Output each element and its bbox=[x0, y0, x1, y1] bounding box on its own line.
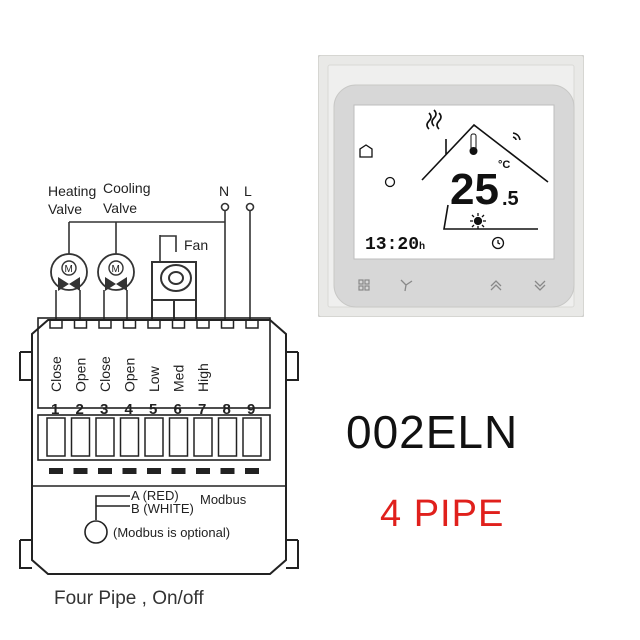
terminal-number: 9 bbox=[247, 401, 255, 418]
terminal-number: 5 bbox=[149, 401, 157, 418]
neutral-label: N bbox=[219, 183, 229, 199]
program-number-icon bbox=[384, 176, 396, 188]
live-terminal-dot bbox=[245, 202, 255, 212]
fan-label: Fan bbox=[184, 237, 208, 253]
pipe-type: 4 PIPE bbox=[380, 493, 505, 535]
wifi-icon bbox=[512, 132, 521, 141]
modbus-optional-note: (Modbus is optional) bbox=[113, 525, 230, 540]
modbus-label: Modbus bbox=[200, 492, 247, 507]
temperature-down-button[interactable] bbox=[534, 280, 546, 291]
terminal-comb-finger bbox=[171, 468, 186, 474]
terminal-screw bbox=[168, 417, 189, 457]
temperature-up-button[interactable] bbox=[490, 280, 502, 291]
terminal-screw bbox=[46, 417, 66, 457]
terminal-slot bbox=[122, 319, 137, 329]
terminal-comb-finger bbox=[73, 468, 88, 474]
terminal-name: Close bbox=[48, 356, 64, 392]
temperature-unit: °C bbox=[498, 159, 510, 171]
terminal-screw bbox=[217, 417, 238, 457]
terminal-screw bbox=[193, 417, 213, 457]
terminal-slot bbox=[171, 319, 186, 329]
terminal-name: Open bbox=[122, 358, 138, 392]
cooling-valve-label-line2: Valve bbox=[103, 200, 137, 216]
heating-valve-label-line1: Heating bbox=[48, 183, 96, 199]
terminal-screw bbox=[119, 417, 140, 457]
terminal-screw bbox=[95, 417, 115, 457]
modbus-b-label: B (WHITE) bbox=[131, 501, 194, 516]
terminal-comb-finger bbox=[49, 468, 63, 474]
terminal-screw-row bbox=[37, 414, 271, 461]
sun-mode-icon bbox=[470, 213, 486, 229]
terminal-number: 2 bbox=[76, 401, 84, 418]
heating-valve-label-line2: Valve bbox=[48, 201, 82, 217]
fan-icon bbox=[151, 261, 197, 320]
terminal-name: Low bbox=[146, 365, 162, 392]
terminal-screw bbox=[242, 417, 262, 457]
terminal-comb-finger bbox=[196, 468, 210, 474]
cooling-valve-motor-symbol: M bbox=[112, 264, 120, 275]
terminal-comb-finger bbox=[220, 468, 235, 474]
fan-speed-button[interactable] bbox=[400, 279, 413, 292]
terminal-block-body bbox=[37, 317, 271, 409]
terminal-slot bbox=[49, 319, 63, 329]
terminal-number: 1 bbox=[51, 401, 59, 418]
heating-valve-motor-symbol: M bbox=[65, 264, 73, 275]
cooling-valve-label-line1: Cooling bbox=[103, 180, 150, 196]
terminal-slot bbox=[147, 319, 161, 329]
model-number: 002ELN bbox=[346, 406, 519, 458]
terminal-number: 4 bbox=[125, 401, 134, 418]
terminal-slot bbox=[220, 319, 235, 329]
terminal-number: 8 bbox=[223, 401, 231, 418]
thermometer-icon bbox=[469, 133, 478, 155]
thermostat-device: 25 .5 °C 13:20 h bbox=[318, 55, 584, 317]
modbus-connector bbox=[84, 495, 130, 544]
terminal-name: Close bbox=[97, 356, 113, 392]
terminal-screw bbox=[70, 417, 91, 457]
live-label: L bbox=[244, 183, 252, 199]
diagram-caption: Four Pipe , On/off bbox=[54, 588, 204, 609]
clock-time: 13:20 bbox=[365, 235, 419, 255]
terminal-name: Med bbox=[171, 365, 187, 392]
clock-icon bbox=[491, 236, 505, 250]
wiring-diagram: Heating Valve Cooling Valve N L Fan M M bbox=[19, 180, 299, 575]
clock-suffix: h bbox=[419, 241, 425, 252]
terminal-slot bbox=[73, 319, 88, 329]
neutral-terminal-dot bbox=[220, 202, 230, 212]
terminal-slot bbox=[196, 319, 210, 329]
terminal-screw bbox=[144, 417, 164, 457]
temperature-main: 25 bbox=[450, 165, 499, 214]
home-mode-icon bbox=[359, 144, 373, 158]
heating-valve-icon: M bbox=[50, 253, 88, 291]
terminal-number: 7 bbox=[198, 401, 206, 418]
terminal-number: 6 bbox=[174, 401, 182, 418]
modbus-a-label: A (RED) bbox=[131, 488, 179, 503]
terminal-name: Open bbox=[73, 358, 89, 392]
terminal-name: High bbox=[195, 363, 211, 392]
terminal-slot bbox=[245, 319, 259, 329]
thermostat-lcd-screen bbox=[353, 104, 555, 260]
temperature-decimal: .5 bbox=[502, 188, 519, 210]
terminal-number: 3 bbox=[100, 401, 108, 418]
terminal-comb-finger bbox=[122, 468, 137, 474]
cooling-valve-icon: M bbox=[97, 253, 135, 291]
house-outline-icon bbox=[421, 123, 549, 230]
terminal-comb-finger bbox=[98, 468, 112, 474]
heating-waves-icon bbox=[426, 109, 442, 130]
terminal-slot bbox=[98, 319, 112, 329]
terminal-comb-finger bbox=[245, 468, 259, 474]
terminal-comb-finger bbox=[147, 468, 161, 474]
menu-button[interactable] bbox=[358, 279, 370, 291]
